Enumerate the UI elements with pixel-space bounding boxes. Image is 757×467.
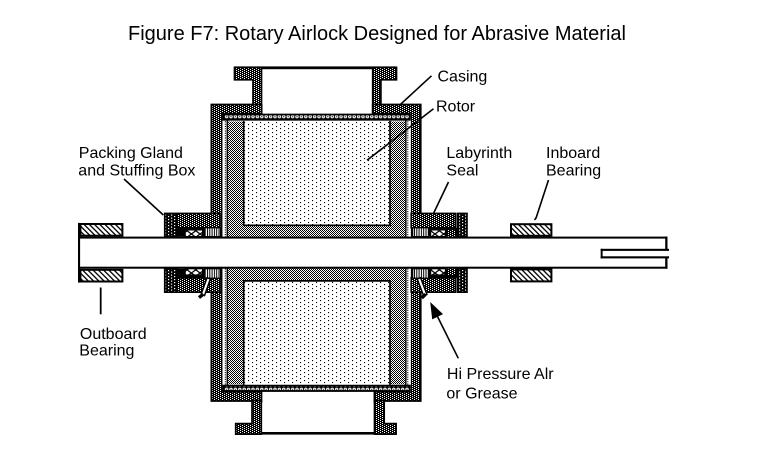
svg-text:Seal: Seal: [446, 162, 478, 179]
svg-text:Labyrinth: Labyrinth: [446, 145, 512, 162]
svg-text:Inboard: Inboard: [546, 145, 600, 162]
svg-text:Figure F7: Rotary Airlock Desi: Figure F7: Rotary Airlock Designed for A…: [128, 23, 626, 45]
svg-text:and Stuffing Box: and Stuffing Box: [78, 163, 195, 180]
svg-text:or Grease: or Grease: [446, 385, 517, 402]
svg-text:Bearing: Bearing: [79, 342, 134, 359]
svg-text:Bearing: Bearing: [546, 162, 601, 179]
svg-text:Casing: Casing: [438, 69, 488, 86]
svg-text:Hi Pressure Alr: Hi Pressure Alr: [447, 366, 554, 383]
svg-text:Rotor: Rotor: [436, 99, 476, 116]
svg-text:Outboard: Outboard: [80, 326, 147, 343]
svg-text:Packing Gland: Packing Gland: [79, 145, 183, 162]
